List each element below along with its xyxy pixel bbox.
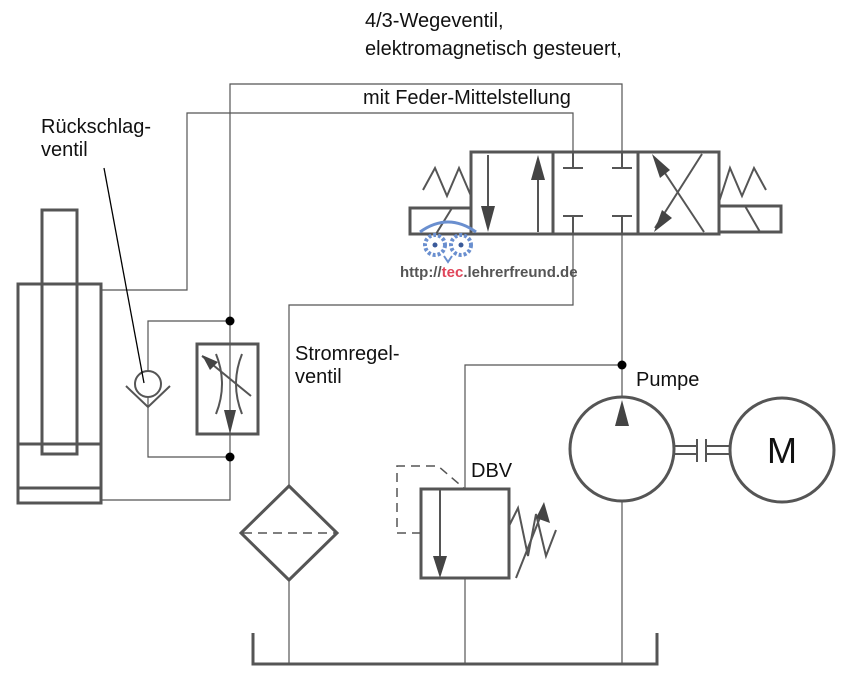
check-valve-label-line1: Rückschlag- [41, 116, 151, 138]
filter-symbol [238, 483, 340, 583]
check-valve-leader-line [103, 167, 145, 384]
watermark-url: http://tec.lehrerfreund.de [400, 264, 578, 281]
watermark-prefix: http:// [400, 264, 442, 281]
motor-label: M [767, 430, 797, 471]
pressure-relief-valve-symbol [396, 465, 557, 580]
shaft-coupling [674, 439, 730, 462]
junction-dot-top [225, 316, 235, 326]
line-check-valve-bypass-bottom [147, 398, 230, 458]
double-acting-cylinder [16, 208, 103, 505]
motor-symbol [728, 396, 836, 504]
relief-valve-label: DBV [471, 460, 513, 482]
flow-valve-label-line2: ventil [295, 366, 342, 388]
valve-label-line1: 4/3-Wegeventil, [365, 10, 504, 32]
line-cylinder-piston-side-to-valve-b [101, 83, 623, 501]
left-spring [422, 165, 472, 199]
valve-body [469, 150, 721, 236]
pump-symbol [568, 395, 676, 503]
watermark-owl-logo [419, 220, 477, 264]
watermark-suffix: .lehrerfreund.de [463, 264, 577, 281]
right-solenoid [717, 204, 783, 234]
flow-control-valve-symbol [195, 342, 260, 436]
left-solenoid [408, 206, 473, 236]
right-spring [718, 165, 767, 203]
valve-label-line3: mit Feder-Mittelstellung [363, 87, 571, 109]
pump-label: Pumpe [636, 369, 699, 391]
flow-valve-label-line1: Stromregel- [295, 343, 399, 365]
junction-dot-pump [617, 360, 627, 370]
cylinder-barrel [16, 282, 103, 505]
directional-valve-4-3 [408, 150, 783, 236]
valve-label-line2: elektromagnetisch gesteuert, [365, 38, 622, 60]
hydraulic-lines [101, 83, 623, 663]
cylinder-piston-rod [40, 208, 79, 456]
check-valve-symbol [125, 370, 171, 409]
line-valve-t-to-filter [288, 234, 574, 486]
watermark-highlight: tec [442, 264, 464, 281]
line-check-valve-bypass-top [147, 320, 230, 372]
line-cylinder-rod-side-to-valve-a [101, 112, 574, 291]
junction-dot-bottom [225, 452, 235, 462]
owl-brow-icon [419, 220, 477, 234]
line-pump-to-dbv [464, 364, 622, 489]
check-valve-label-line2: ventil [41, 139, 88, 161]
tank-symbol [251, 633, 659, 666]
owl-beak-icon [443, 255, 453, 264]
